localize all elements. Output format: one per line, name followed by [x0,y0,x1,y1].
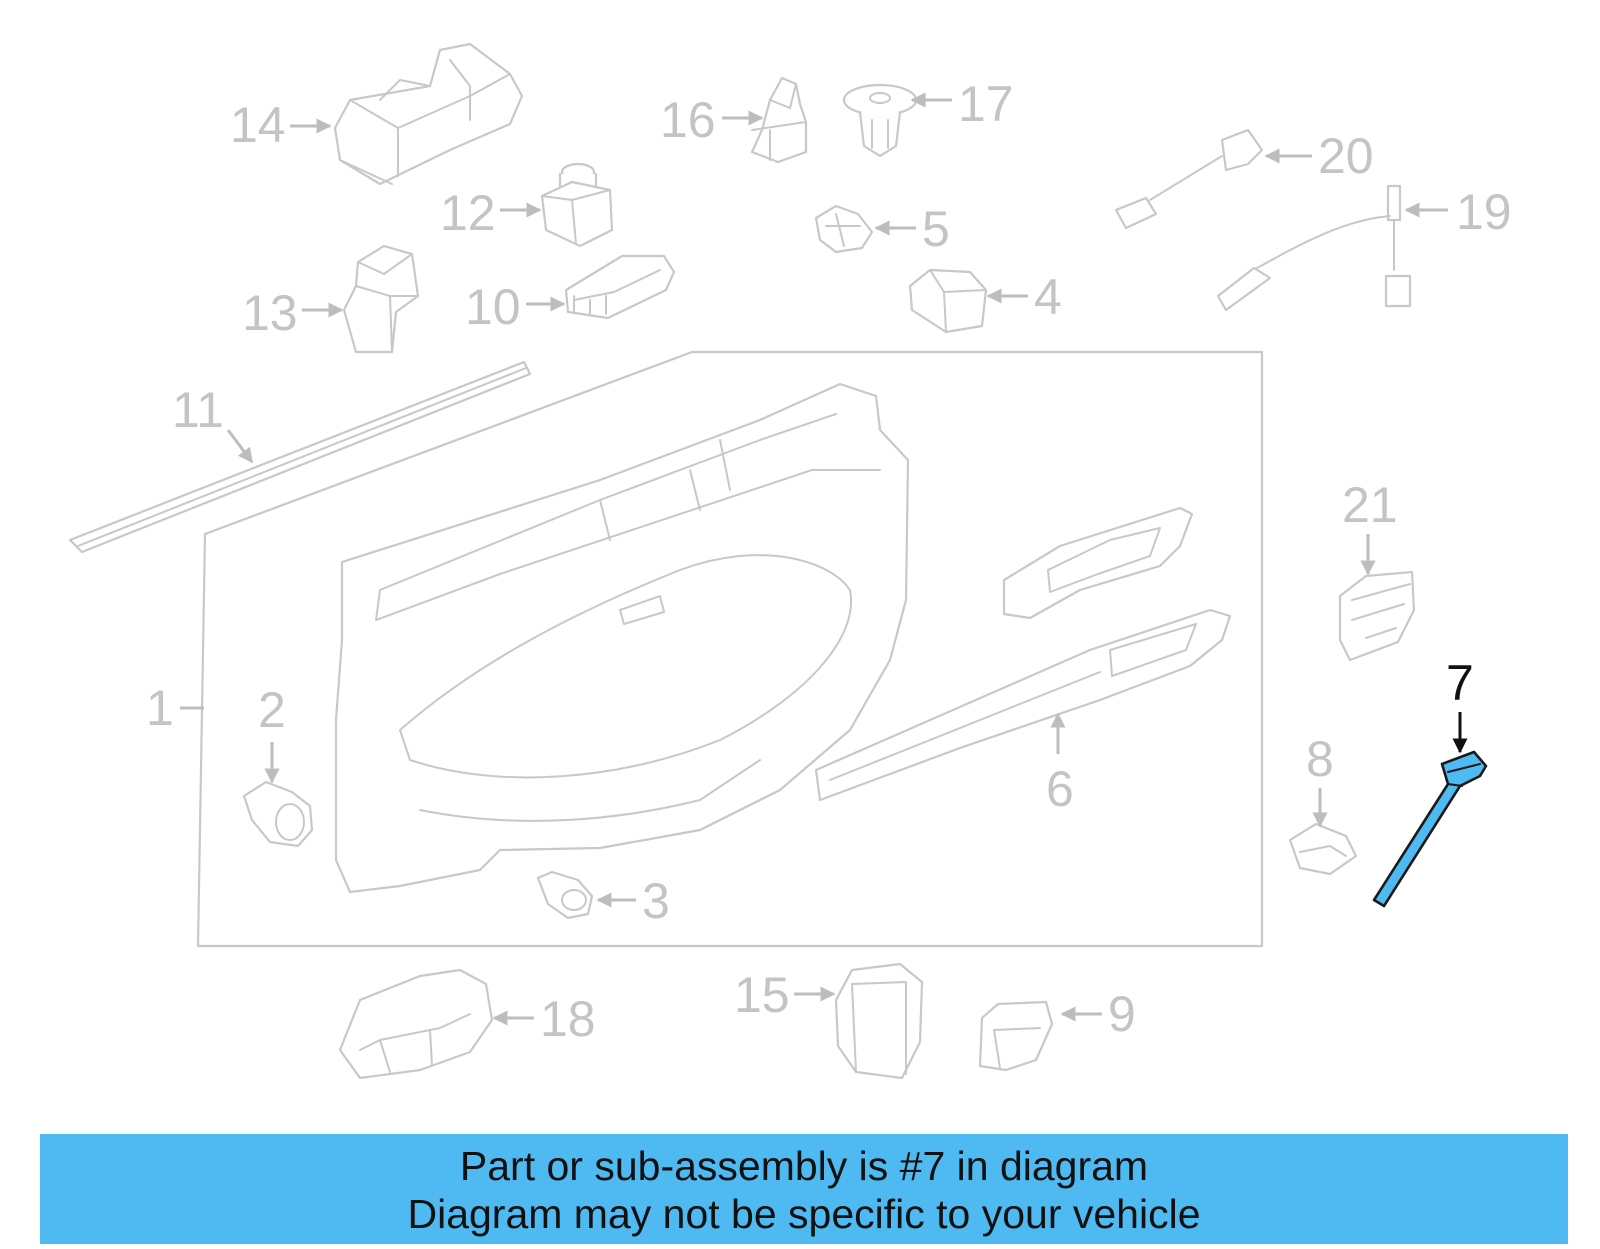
callout-3: 3 [642,873,670,929]
part-10-bezel [564,254,676,320]
callout-20: 20 [1318,128,1374,184]
part-12-mirror-switch [540,162,614,248]
callout-11: 11 [172,382,224,438]
part-19-cable [1216,184,1412,312]
part-3-clip [536,870,594,920]
leader-11 [226,429,254,464]
part-17-clip [842,83,918,158]
banner-line-1: Part or sub-assembly is #7 in diagram [459,1143,1149,1189]
part-8-pad [1288,822,1358,876]
part-18-pull-cup [338,968,494,1080]
part-6-trim-strip [814,608,1232,802]
callout-16: 16 [660,92,716,148]
part-4-retainer [908,268,988,334]
callout-8: 8 [1306,731,1334,787]
banner-line-2: Diagram may not be specific to your vehi… [407,1191,1201,1237]
callout-17: 17 [958,76,1014,132]
callout-2: 2 [258,682,286,738]
part-7-trim-highlighted [1372,750,1488,908]
part-5-clip [814,204,874,254]
callout-9: 9 [1108,986,1136,1042]
part-1-door-panel-assembly [196,350,1264,948]
callout-19: 19 [1456,184,1512,240]
part-inner-handle [1002,506,1194,620]
callout-7: 7 [1446,655,1474,711]
callout-14: 14 [230,97,286,153]
callout-6: 6 [1046,761,1074,817]
callout-15: 15 [734,967,790,1023]
callout-4: 4 [1034,269,1062,325]
callout-10: 10 [465,279,521,335]
part-20-harness [1114,128,1264,230]
part-9-switch [978,1000,1054,1072]
callout-1: 1 [146,680,174,736]
part-7-shape [1372,750,1488,908]
part-11-weatherstrip [68,360,532,554]
callout-13: 13 [242,285,298,341]
part-13-switch [342,244,420,354]
part-14-window-switch [333,42,524,186]
part-2-grommet [242,780,314,848]
part-15-switch [834,962,924,1080]
part-16-connector [750,76,808,164]
callout-18: 18 [540,991,596,1047]
info-banner: Part or sub-assembly is #7 in diagram Di… [40,1134,1568,1244]
callout-5: 5 [922,201,950,257]
callout-21: 21 [1342,477,1398,533]
callout-12: 12 [440,185,496,241]
part-21-switch-module [1338,570,1416,662]
